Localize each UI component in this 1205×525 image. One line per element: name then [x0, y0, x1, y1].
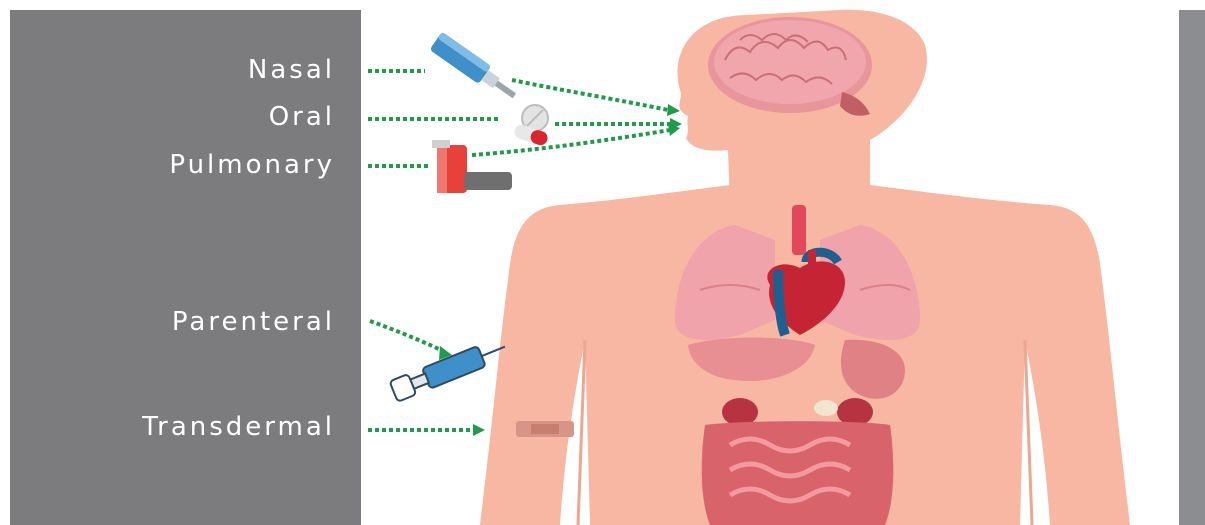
nasal-spray-icon — [429, 32, 520, 105]
transdermal-patch — [516, 421, 574, 437]
arrow-pulmonary-2 — [472, 130, 670, 155]
arrow-parenteral — [370, 321, 445, 352]
intestines — [702, 421, 894, 525]
inhaler-icon — [432, 140, 512, 193]
syringe-icon — [390, 337, 510, 402]
